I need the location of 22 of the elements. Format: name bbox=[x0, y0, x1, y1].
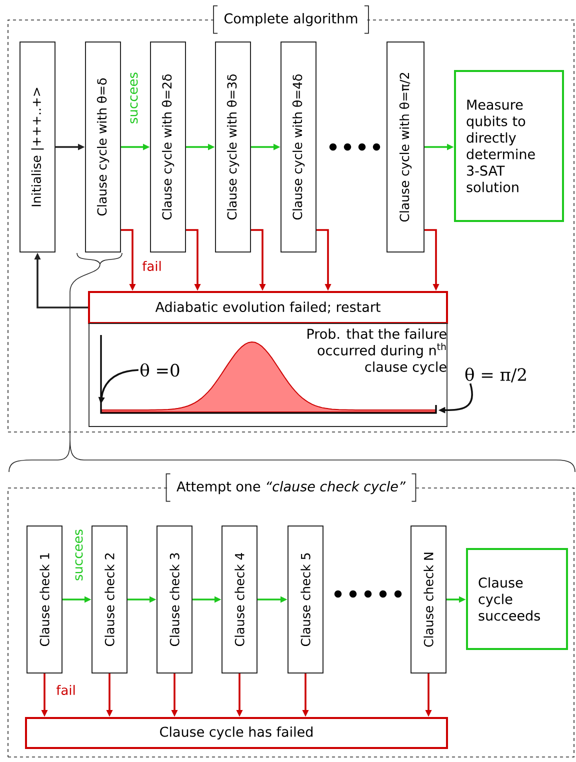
process-box: Clause cycle with θ=4δ bbox=[280, 42, 316, 252]
process-box: Clause check 5 bbox=[288, 526, 324, 674]
angle-label: θ = π/2 bbox=[465, 368, 526, 382]
edge-label: succees bbox=[129, 70, 139, 126]
edge-label: fail bbox=[141, 260, 163, 272]
failure-box: Adiabatic evolution failed; restart bbox=[88, 291, 448, 324]
process-box: Clause check 2 bbox=[92, 526, 128, 674]
result-box: Clause cycle succeeds bbox=[466, 548, 568, 650]
process-box: Clause cycle with θ=π/2 bbox=[386, 42, 424, 252]
process-box: Clause check 4 bbox=[222, 526, 258, 674]
process-box: Clause check 3 bbox=[156, 526, 192, 674]
process-box: Clause check N bbox=[410, 526, 446, 674]
process-box: Initialise |+++..+> bbox=[20, 42, 56, 252]
process-box: Clause cycle with θ=δ bbox=[85, 42, 121, 252]
failure-box: Clause cycle has failed bbox=[25, 717, 448, 749]
result-box: Measure qubits to directly determine 3-SAT solution bbox=[454, 70, 564, 222]
process-box: Clause cycle with θ=3δ bbox=[215, 42, 251, 252]
edge-label: succees bbox=[74, 528, 84, 582]
process-box: Clause check 1 bbox=[26, 526, 62, 674]
process-box: Clause cycle with θ=2δ bbox=[150, 42, 186, 252]
edge-label: fail bbox=[55, 684, 77, 696]
angle-label: θ =0 bbox=[140, 363, 180, 377]
